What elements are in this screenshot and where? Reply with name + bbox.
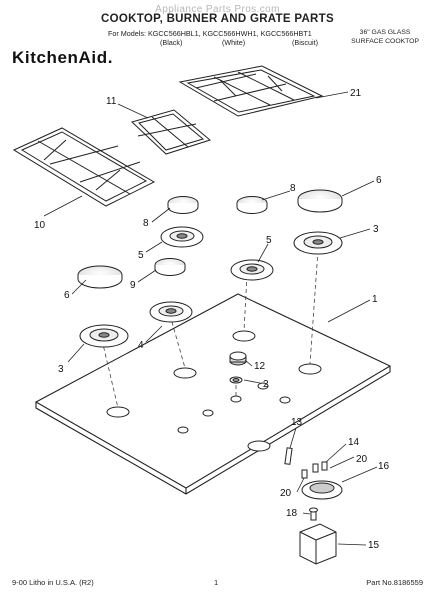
control-knob-assembly <box>229 351 247 384</box>
description-line-2: SURFACE COOKTOP <box>351 37 419 45</box>
callout-11: 11 <box>106 96 117 107</box>
callout-10: 10 <box>34 220 46 231</box>
callout-15: 15 <box>368 540 380 551</box>
grate-center-single <box>131 109 212 155</box>
callout-13: 13 <box>291 417 303 428</box>
callout-1: 1 <box>372 294 378 305</box>
callout-8-left: 8 <box>143 218 149 229</box>
burner-cap-large <box>77 189 343 289</box>
cooktop-glass-surface <box>34 293 392 495</box>
color-label-black: (Black) <box>160 38 183 47</box>
mounting-screw <box>309 507 318 521</box>
callout-6-left: 6 <box>64 290 70 301</box>
grate-left-double <box>12 127 156 207</box>
footer-print-info: 9-00 Litho in U.S.A. (R2) <box>12 578 94 587</box>
burner-cap-small <box>154 196 268 276</box>
model-list: For Models: KGCC566HBL1, KGCC566HWH1, KG… <box>108 29 312 38</box>
footer-part-number: Part No.8186559 <box>366 578 423 587</box>
callout-12: 12 <box>254 361 266 372</box>
callout-2: 2 <box>263 379 269 390</box>
callout-18: 18 <box>286 508 298 519</box>
callout-leaders <box>43 91 378 546</box>
callout-20-left: 20 <box>280 488 292 499</box>
callout-20-right: 20 <box>356 454 368 465</box>
product-description: 36" GAS GLASS SURFACE COOKTOP <box>351 29 419 46</box>
burner-openings <box>106 330 322 452</box>
igniter-bracket <box>299 523 337 565</box>
color-label-white: (White) <box>222 38 246 47</box>
callout-21: 21 <box>350 88 362 99</box>
burner-base-assembly <box>301 461 343 500</box>
callout-14: 14 <box>348 437 360 448</box>
page-title: COOKTOP, BURNER AND GRATE PARTS <box>101 13 334 25</box>
description-line-1: 36" GAS GLASS <box>359 29 411 36</box>
burner-heads <box>79 226 343 348</box>
callout-3-right: 3 <box>373 224 379 235</box>
spark-electrode <box>284 447 293 465</box>
callout-9: 9 <box>130 280 136 291</box>
callout-5-left: 5 <box>138 250 144 261</box>
callout-8-right: 8 <box>290 183 296 194</box>
watermark-text: Appliance Parts Pros.com <box>155 4 280 15</box>
callout-5-right: 5 <box>266 235 272 246</box>
footer-page-number: 1 <box>214 578 219 587</box>
callout-4: 4 <box>138 340 144 351</box>
callout-6-right: 6 <box>376 175 382 186</box>
color-label-biscuit: (Biscuit) <box>292 38 318 47</box>
callout-labels: 21 11 10 8 8 6 5 5 3 6 9 4 3 1 12 2 13 1… <box>34 88 390 551</box>
grate-right-double <box>178 65 324 117</box>
brand-logo: KitchenAid. <box>12 48 114 67</box>
callout-16: 16 <box>378 461 390 472</box>
callout-3-left: 3 <box>58 364 64 375</box>
